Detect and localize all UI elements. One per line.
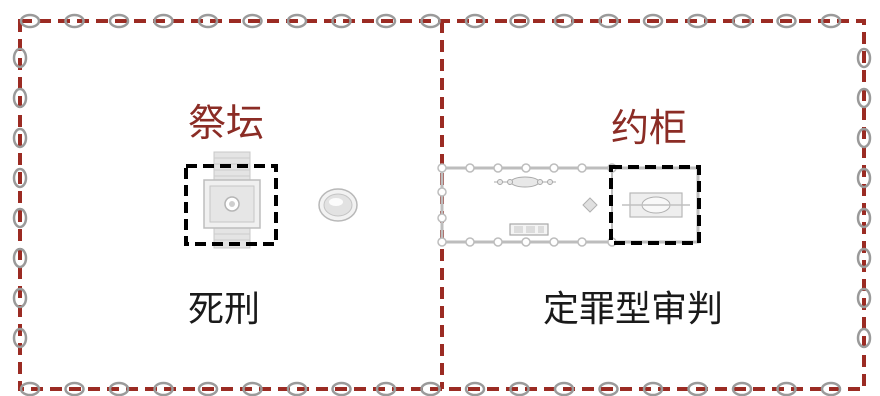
chain-ring [598, 13, 619, 29]
chain-ring [776, 13, 797, 29]
chain-ring [420, 381, 441, 396]
tabernacle-post [521, 163, 531, 173]
tabernacle-post [521, 237, 531, 247]
chain-ring [687, 13, 708, 29]
chain-ring [598, 381, 619, 396]
tabernacle-post [549, 163, 559, 173]
laver-icon [318, 188, 358, 222]
chain-ring [12, 87, 28, 109]
tabernacle-post [549, 237, 559, 247]
chain-ring [856, 47, 872, 69]
tabernacle-post [437, 213, 447, 223]
tabernacle-post [577, 163, 587, 173]
chain-ring [286, 381, 308, 396]
right-title: 约柜 [611, 106, 688, 150]
chain-ring [286, 13, 308, 29]
ark-highlight-box [609, 165, 701, 245]
chain-ring [464, 13, 486, 29]
tabernacle-post [493, 163, 503, 173]
chain-ring [642, 13, 664, 29]
tabernacle-post [437, 237, 447, 247]
chain-ring [12, 167, 28, 189]
tabernacle-post [465, 237, 475, 247]
chain-ring [856, 207, 872, 229]
chain-ring [12, 327, 28, 349]
chain-ring [687, 381, 708, 396]
chain-ring [820, 381, 842, 396]
altar-highlight-box [184, 164, 278, 246]
chain-ring [776, 381, 797, 396]
chain-ring [375, 13, 397, 29]
left-caption: 死刑 [188, 289, 261, 330]
chain-ring [153, 13, 174, 29]
chain-ring [553, 381, 575, 396]
chain-ring [64, 381, 85, 396]
chain-ring [12, 127, 28, 149]
right-caption: 定罪型审判 [543, 289, 724, 330]
chain-ring [856, 87, 872, 109]
tabernacle-post [493, 237, 503, 247]
chain-ring [856, 247, 872, 269]
chain-ring [12, 47, 28, 69]
chain-ring [856, 287, 872, 309]
chain-ring [375, 381, 397, 396]
chain-ring [12, 207, 28, 229]
left-title: 祭坛 [188, 101, 265, 145]
chain-ring [856, 167, 872, 189]
tabernacle-post [465, 163, 475, 173]
tabernacle-post [437, 163, 447, 173]
chain-ring [19, 381, 41, 396]
tabernacle-icon [437, 163, 700, 247]
tabernacle-post [577, 237, 587, 247]
chain-ring [464, 381, 486, 396]
chain-ring [331, 381, 352, 396]
chain-ring [242, 381, 263, 396]
chain-ring [509, 13, 530, 29]
chain-ring [19, 13, 41, 29]
chain-ring [242, 13, 263, 29]
chain-ring [642, 381, 664, 396]
chain-ring [108, 381, 130, 396]
chain-ring [731, 381, 753, 396]
chain-ring [331, 13, 352, 29]
chain-ring [197, 13, 219, 29]
chain-ring [153, 381, 174, 396]
chain-ring [856, 127, 872, 149]
chain-ring [856, 327, 872, 349]
chain-ring [108, 13, 130, 29]
chain-ring [820, 13, 842, 29]
ring-chain-decoration [12, 13, 872, 396]
chain-ring [509, 381, 530, 396]
tabernacle-post [437, 187, 447, 197]
chain-ring [12, 247, 28, 269]
chain-ring [64, 13, 85, 29]
chain-ring [731, 13, 753, 29]
chain-ring [12, 287, 28, 309]
chain-ring [420, 13, 441, 29]
chain-ring [197, 381, 219, 396]
chain-ring [553, 13, 575, 29]
